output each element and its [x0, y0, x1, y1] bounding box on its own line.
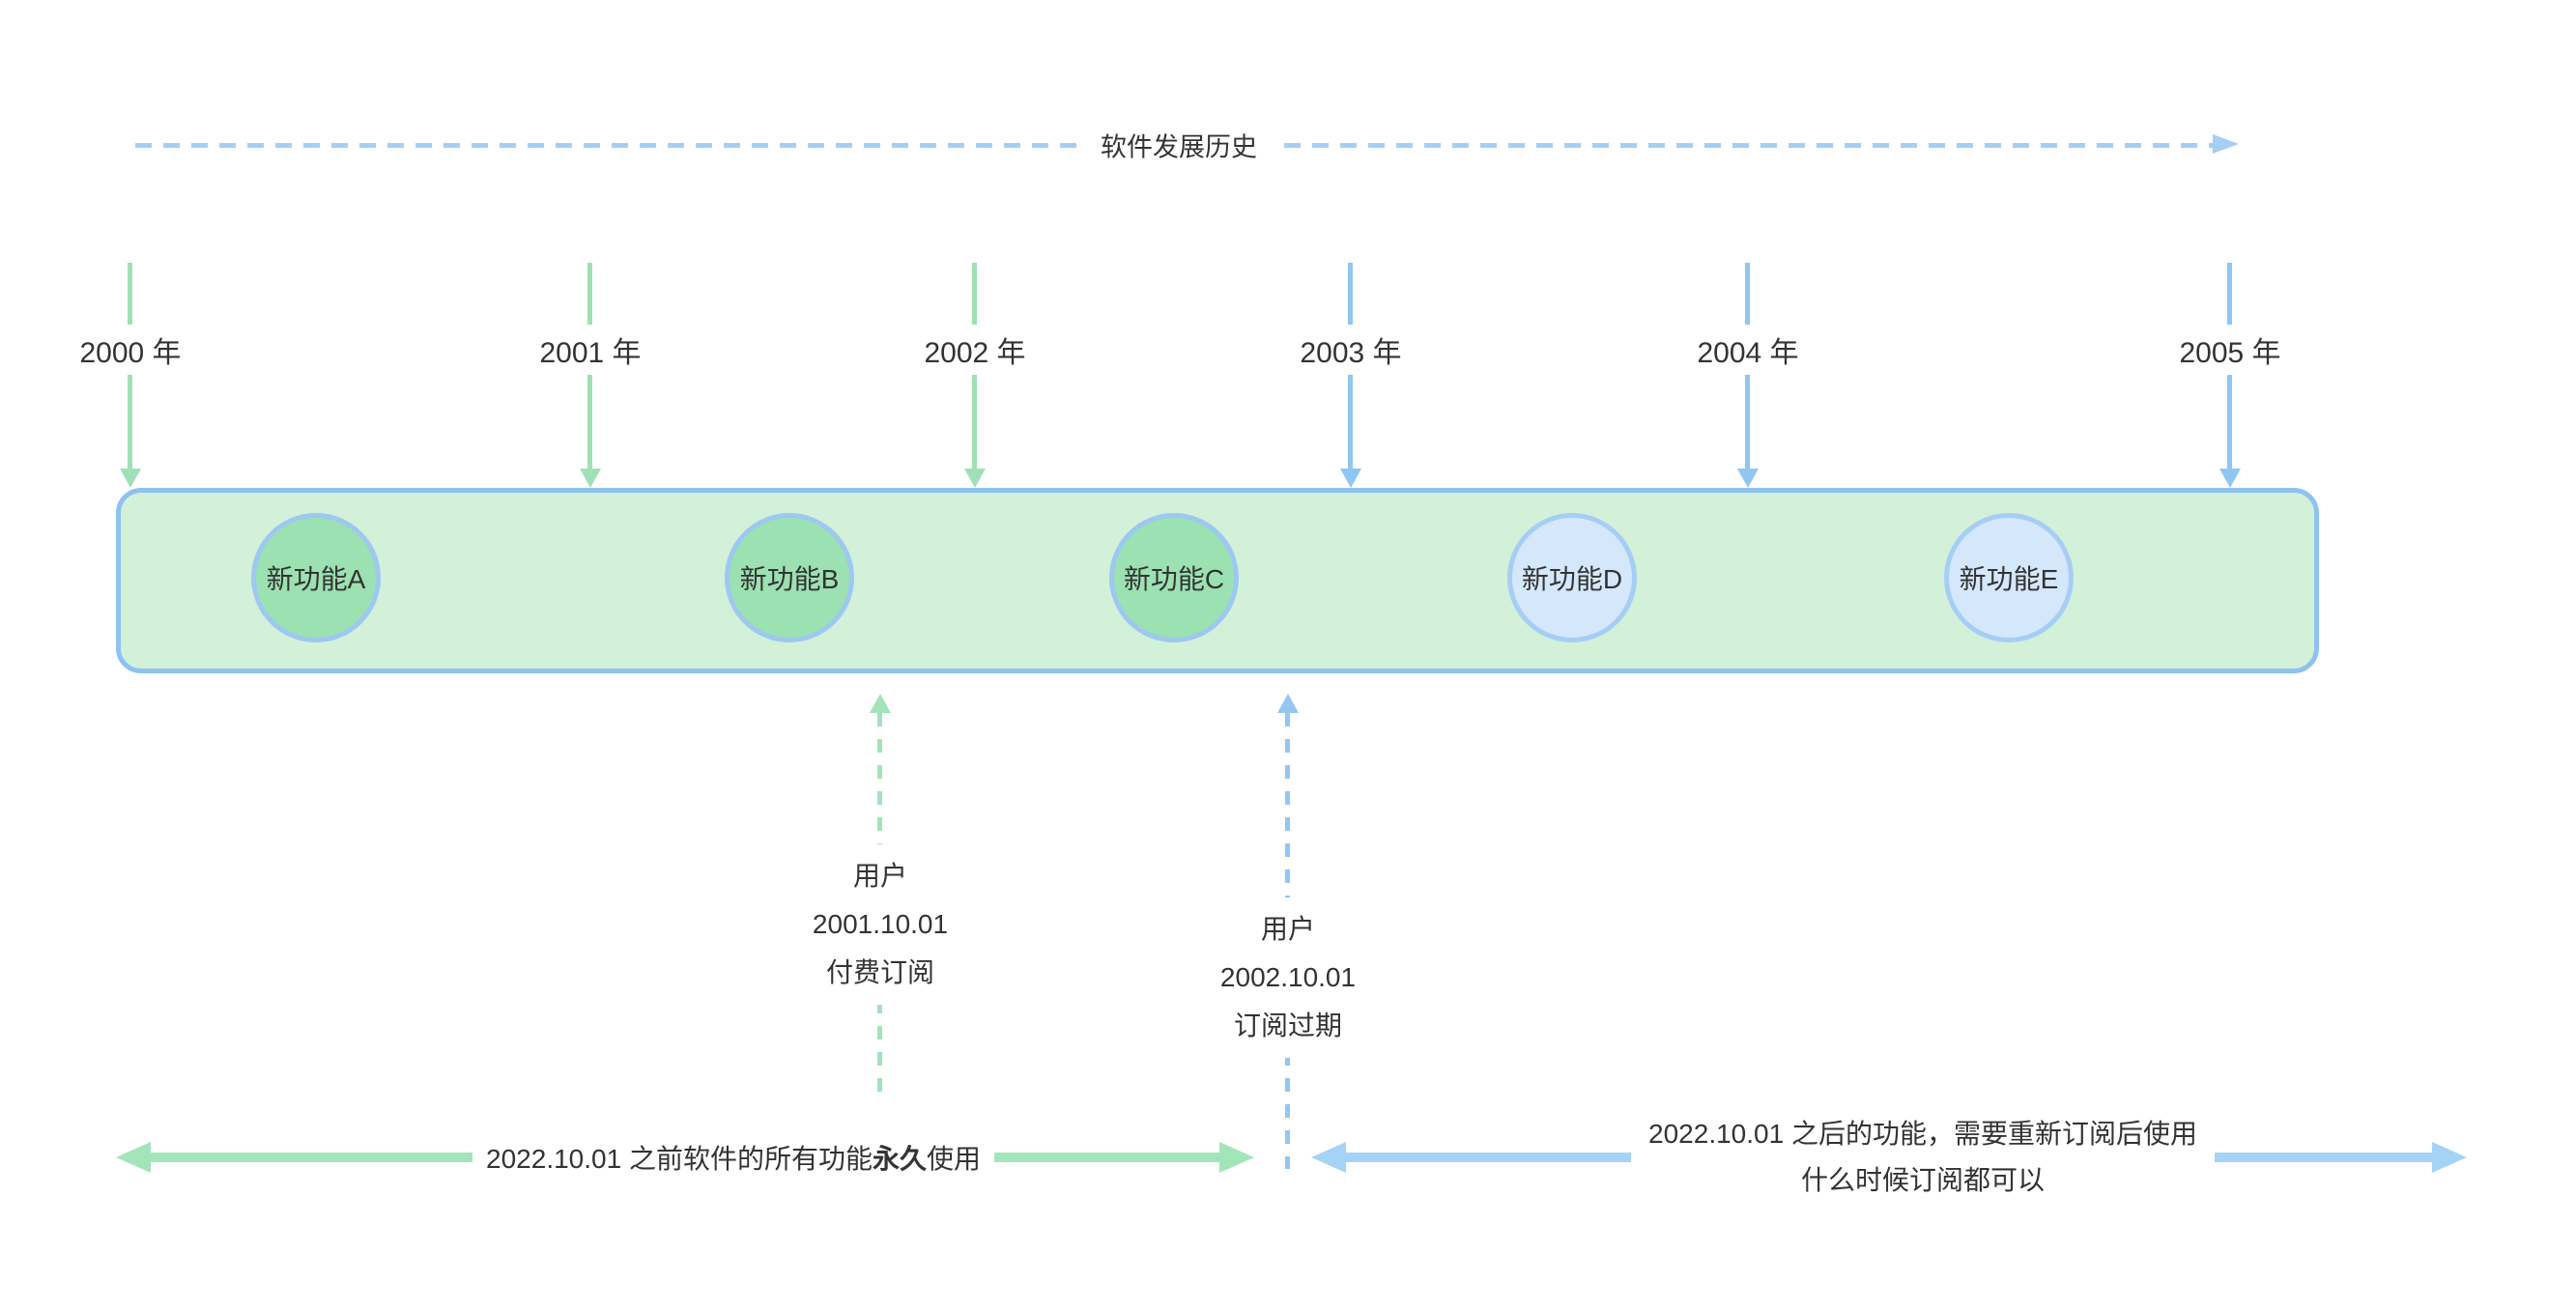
year-label: 2005 年 — [2169, 325, 2291, 375]
year-label: 2003 年 — [1290, 325, 1412, 375]
note-line: 用户 — [1260, 914, 1316, 944]
feature-label: 新功能B — [739, 564, 840, 594]
year-marker-2004: 2004 年 — [1675, 263, 1820, 488]
year-label: 2004 年 — [1687, 325, 1809, 375]
paid-subscription-note: 用户 2001.10.01 付费订阅 — [796, 844, 964, 1005]
arrow-up-icon — [1277, 694, 1299, 713]
arrowhead-right-icon — [1219, 1142, 1254, 1173]
year-marker-2000: 2000 年 — [58, 263, 203, 488]
perpetual-note-bold: 永久 — [872, 1144, 927, 1174]
feature-label: 新功能C — [1123, 564, 1225, 594]
arrow-down-icon — [120, 469, 141, 488]
perpetual-note-after: 使用 — [926, 1144, 981, 1174]
resubscribe-note-line2: 什么时候订阅都可以 — [1800, 1165, 2046, 1195]
arrow-down-icon — [1737, 469, 1759, 488]
feature-label: 新功能A — [266, 564, 366, 594]
perpetual-note: 2022.10.01 之前软件的所有功能永久使用 — [472, 1134, 994, 1181]
resubscribe-note-line1: 2022.10.01 之后的功能，需要重新订阅后使用 — [1648, 1119, 2197, 1149]
note-line: 订阅过期 — [1233, 1011, 1343, 1040]
history-axis-label: 软件发展历史 — [1085, 120, 1273, 170]
arrow-right-icon — [2213, 134, 2239, 154]
feature-circle-b: 新功能B — [725, 513, 854, 642]
note-line: 2001.10.01 — [812, 909, 949, 939]
year-label: 2001 年 — [530, 325, 651, 375]
arrow-down-icon — [580, 469, 601, 488]
year-marker-2005: 2005 年 — [2158, 263, 2303, 488]
arrow-down-icon — [2219, 469, 2241, 488]
resubscribe-note: 2022.10.01 之后的功能，需要重新订阅后使用 什么时候订阅都可以 — [1631, 1109, 2215, 1206]
resubscribe-range-arrow: 2022.10.01 之后的功能，需要重新订阅后使用 什么时候订阅都可以 — [1311, 1109, 2467, 1206]
year-label: 2002 年 — [914, 325, 1036, 375]
year-marker-2001: 2001 年 — [518, 263, 663, 488]
year-label: 2000 年 — [70, 325, 191, 375]
arrowhead-right-icon — [2432, 1142, 2467, 1173]
arrow-up-icon — [870, 694, 891, 713]
note-line: 2002.10.01 — [1219, 962, 1357, 992]
arrow-down-icon — [964, 469, 986, 488]
note-line: 用户 — [852, 861, 908, 891]
perpetual-range-arrow: 2022.10.01 之前软件的所有功能永久使用 — [116, 1134, 1254, 1181]
arrowhead-left-icon — [116, 1142, 151, 1173]
feature-circle-a: 新功能A — [251, 513, 381, 642]
feature-label: 新功能E — [1959, 564, 2059, 594]
arrowhead-left-icon — [1311, 1142, 1346, 1173]
feature-circle-d: 新功能D — [1507, 513, 1637, 642]
year-marker-2003: 2003 年 — [1278, 263, 1423, 488]
feature-label: 新功能D — [1521, 564, 1623, 594]
year-marker-2002: 2002 年 — [902, 263, 1047, 488]
note-line: 付费订阅 — [825, 957, 935, 987]
perpetual-note-before: 2022.10.01 之前软件的所有功能 — [486, 1144, 873, 1174]
feature-circle-c: 新功能C — [1109, 513, 1239, 642]
feature-circle-e: 新功能E — [1944, 513, 2074, 642]
arrow-down-icon — [1340, 469, 1361, 488]
subscription-expired-note: 用户 2002.10.01 订阅过期 — [1204, 897, 1372, 1058]
